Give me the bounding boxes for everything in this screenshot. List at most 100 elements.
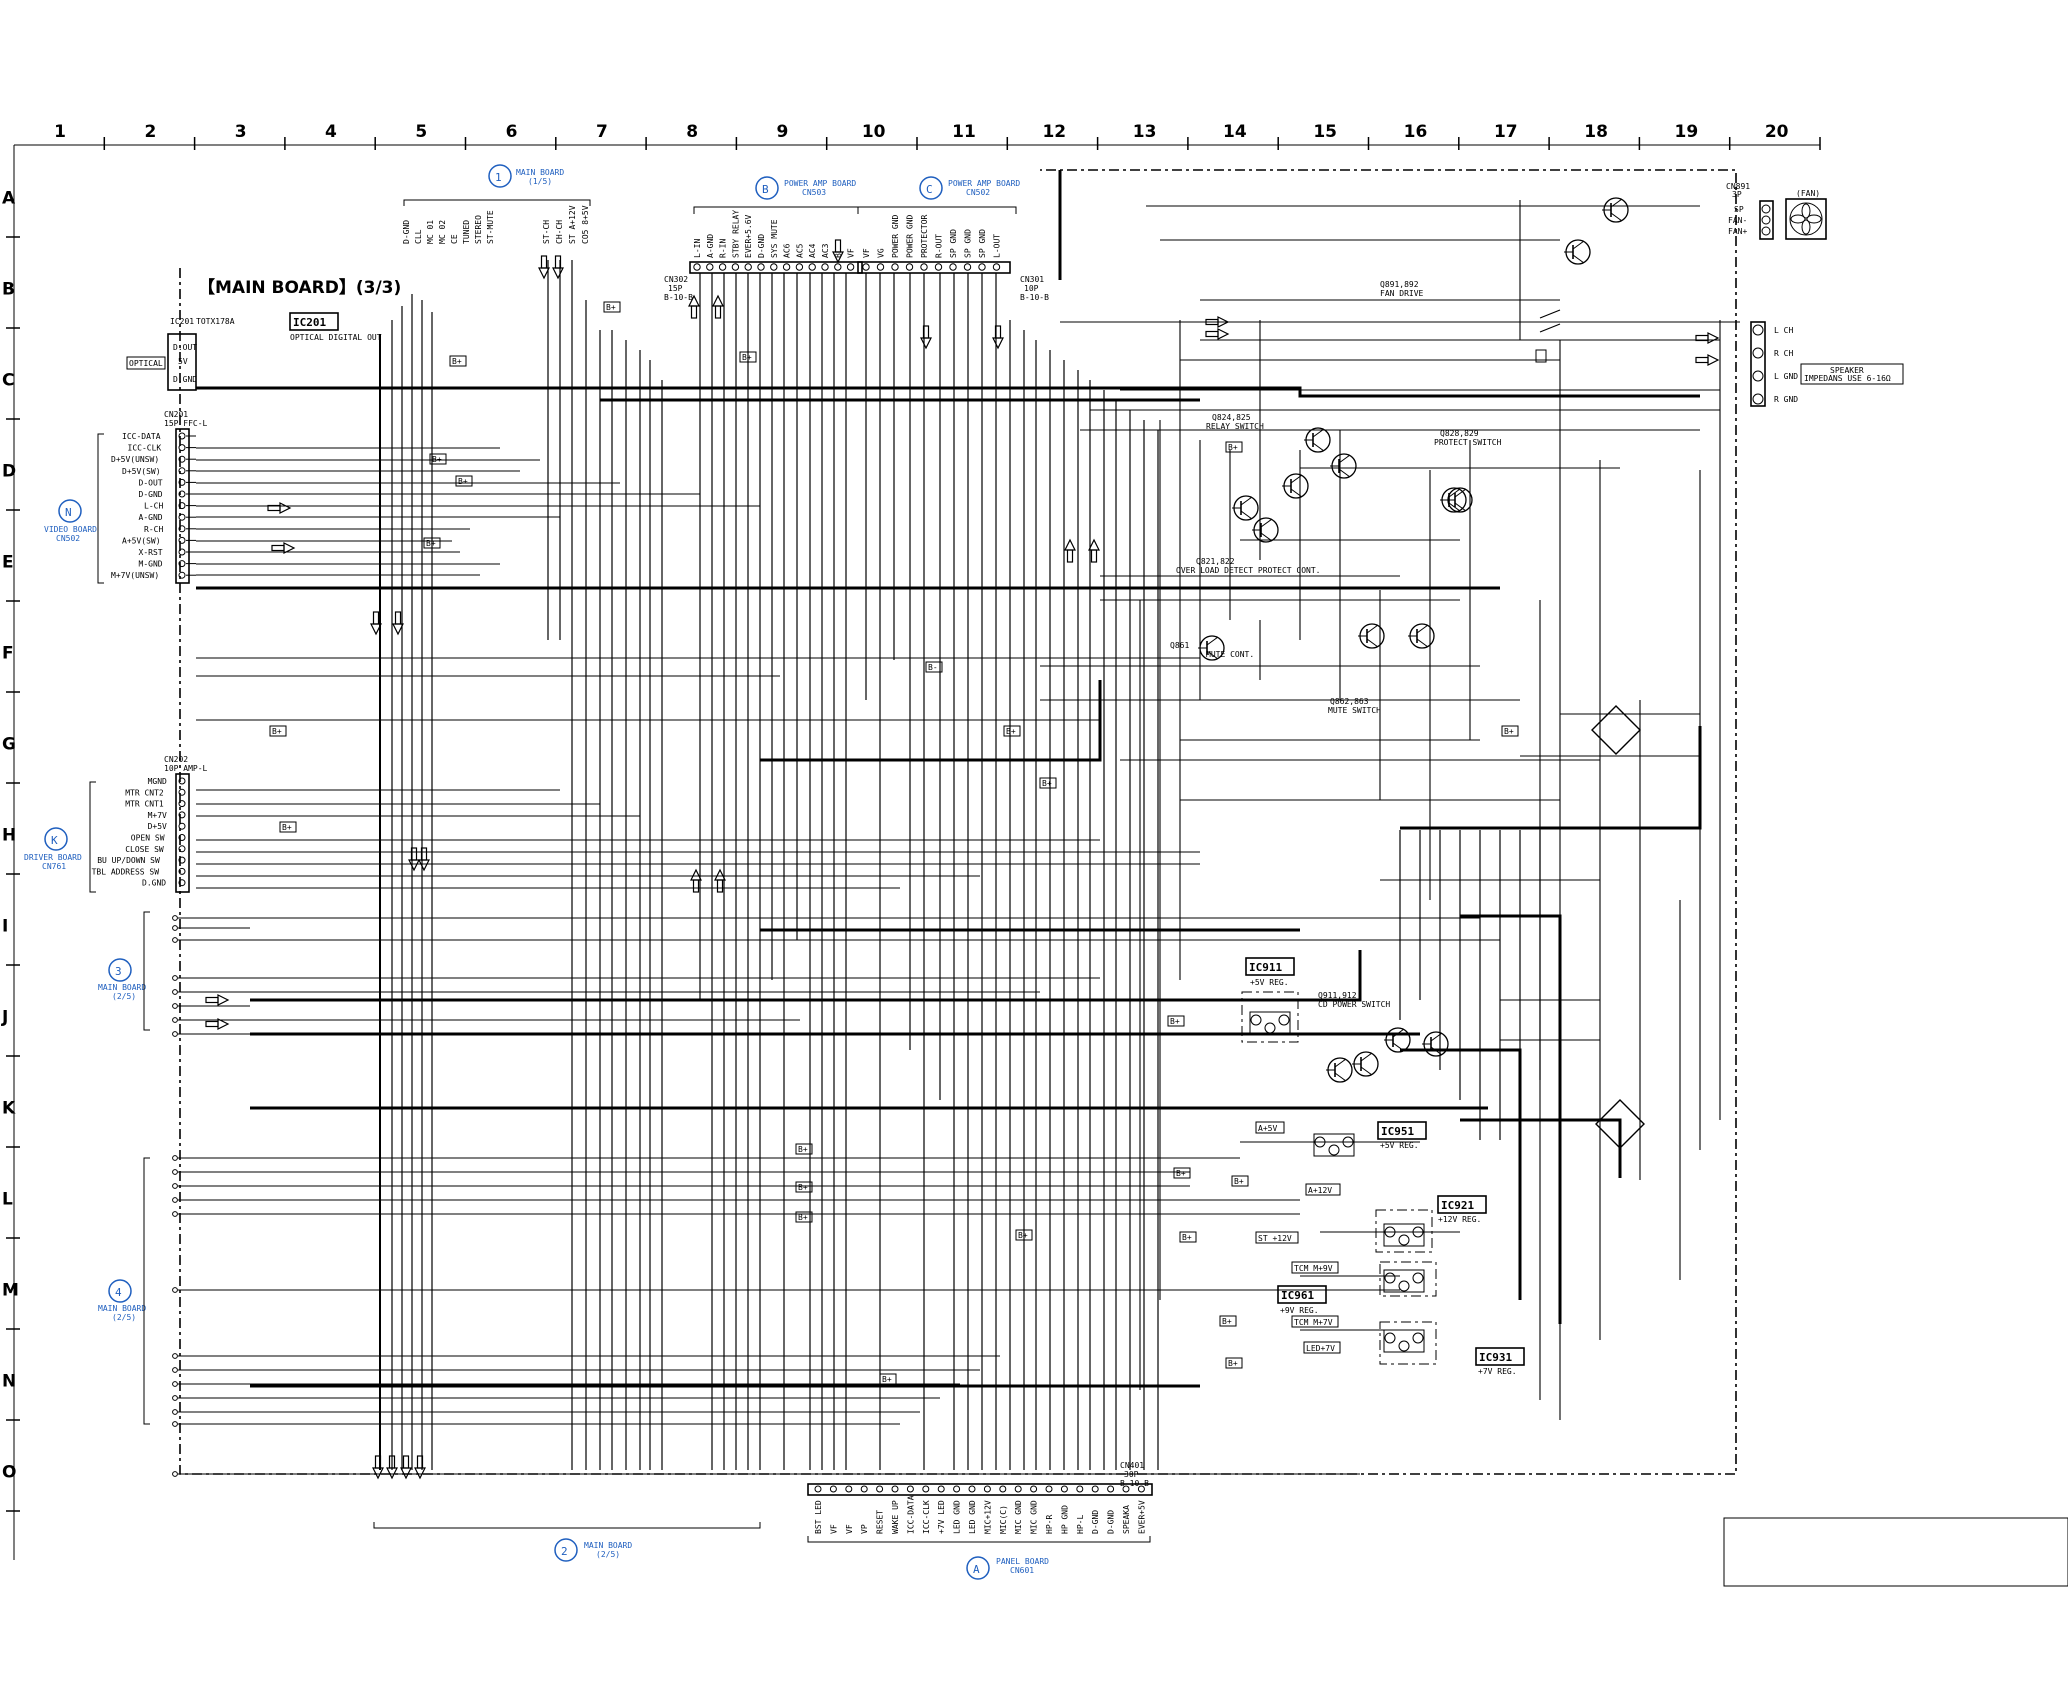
panel-pin-label: VP <box>860 1524 869 1534</box>
svg-text:CN601: CN601 <box>1010 1566 1034 1575</box>
panel-pin <box>953 1485 961 1493</box>
cnb-pin <box>718 263 727 271</box>
cn202-pin-label: D+5V <box>148 822 167 831</box>
svg-text:IC961: IC961 <box>1281 1289 1314 1302</box>
down-arrow-icon <box>408 847 420 872</box>
up-arrow-icon <box>690 868 702 893</box>
panel-pin-label: MIC GND <box>1014 1500 1023 1534</box>
cn201-pin-label: A-GND <box>139 513 163 522</box>
cn202-pin <box>178 788 186 796</box>
svg-text:MUTE SWITCH: MUTE SWITCH <box>1328 706 1381 715</box>
panel-pin-label: LED GND <box>968 1500 977 1534</box>
functional-labels: Q891,892 FAN DRIVE Q824,825 RELAY SWITCH… <box>1170 280 1502 1009</box>
left-bus-pins <box>172 915 250 1477</box>
svg-text:A: A <box>973 1563 980 1576</box>
svg-text:CN201: CN201 <box>164 410 188 419</box>
svg-text:10P AMP-L: 10P AMP-L <box>164 764 208 773</box>
right-arrow-icon <box>1205 328 1230 340</box>
cn201-pin-label: L-CH <box>144 502 163 511</box>
svg-text:CN202: CN202 <box>164 755 188 764</box>
cnc-pin-label: R-OUT <box>935 234 944 258</box>
svg-text:MAIN BOARD: MAIN BOARD <box>98 1304 146 1313</box>
row-label-C: C <box>2 371 14 391</box>
panel-pin-label: D-GND <box>1107 1510 1116 1534</box>
right-arrow-icon <box>1205 316 1230 328</box>
svg-text:LED+7V: LED+7V <box>1306 1344 1335 1353</box>
cnb-pin <box>782 263 791 271</box>
cn201-pin <box>178 502 186 510</box>
svg-text:3P: 3P <box>1732 190 1742 199</box>
b-plus-label: B+ <box>1018 1231 1028 1240</box>
column-label-18: 18 <box>1584 122 1608 142</box>
panel-pin-label: ICC-DATA <box>906 1495 915 1534</box>
svg-text:PROTECT SWITCH: PROTECT SWITCH <box>1434 438 1502 447</box>
down-arrow-icon <box>370 611 382 636</box>
svg-text:+9V REG.: +9V REG. <box>1280 1306 1319 1315</box>
b-plus-tag: B+ <box>1167 1015 1185 1027</box>
cn201-pin-label: A+5V(SW) <box>122 536 161 545</box>
cn201-pin-label: ICC-DATA <box>122 432 161 441</box>
cnb-pin <box>834 263 842 271</box>
panel-pin-label: MIC+12V <box>983 1500 992 1534</box>
svg-text:VIDEO BOARD: VIDEO BOARD <box>44 525 97 534</box>
cnc-pin <box>978 263 986 271</box>
column-label-6: 6 <box>506 122 518 142</box>
cnb-pin-label: AC3 <box>821 243 830 258</box>
cn1-pin-label: CH-CH <box>555 220 564 244</box>
svg-text:TCM M+7V: TCM M+7V <box>1294 1318 1333 1327</box>
panel-pin <box>1045 1485 1053 1493</box>
cn201-pin <box>178 467 186 475</box>
cn201-pin <box>178 536 186 544</box>
cn202-pin <box>178 822 186 830</box>
transistors <box>1198 197 1629 1353</box>
cnc-pin <box>905 263 914 271</box>
bus-pin <box>172 1183 178 1189</box>
cn202-pin-label: BU UP/DOWN SW <box>97 856 160 865</box>
svg-text:IC911: IC911 <box>1249 961 1282 974</box>
ic201-name: IC201 <box>293 316 326 329</box>
cn201-pin-label: D-OUT <box>139 478 163 487</box>
svg-text:B-10-B: B-10-B <box>664 293 693 302</box>
transistor-symbol <box>1304 427 1331 453</box>
b-plus-tag: B+ <box>879 1373 897 1385</box>
speaker-pin-label: L GND <box>1774 372 1798 381</box>
column-label-19: 19 <box>1675 122 1699 142</box>
b-plus-tag: B+ <box>1173 1167 1191 1179</box>
speaker-pin <box>1752 347 1764 359</box>
column-label-15: 15 <box>1313 122 1337 142</box>
cnc-pin <box>949 263 957 271</box>
cnb-pin-label: AC4 <box>808 243 817 258</box>
b-plus-tag: B+ <box>1179 1231 1197 1243</box>
b-plus-label: B+ <box>742 353 752 362</box>
b-plus-tag: B+ <box>1039 777 1057 789</box>
panel-pin <box>1014 1485 1022 1493</box>
b-plus-label: B+ <box>1228 443 1238 452</box>
b-plus-tag: B+ <box>1219 1315 1237 1327</box>
bus-pin <box>172 989 178 995</box>
transistor-symbol <box>1408 623 1435 649</box>
cn1-pin-label: CE <box>450 234 459 244</box>
cn1-pin-label: ST A+12V <box>568 205 577 244</box>
column-label-7: 7 <box>596 122 608 142</box>
cn201-pin <box>178 513 186 521</box>
svg-text:CN401: CN401 <box>1120 1461 1144 1470</box>
right-arrow-icon <box>205 994 230 1006</box>
svg-text:ST +12V: ST +12V <box>1258 1234 1292 1243</box>
cn201-pin <box>178 525 186 533</box>
ic201-desc: OPTICAL DIGITAL OUT <box>290 333 382 342</box>
cn201-pin <box>178 560 186 568</box>
svg-text:1: 1 <box>495 171 502 184</box>
b-plus-label: B+ <box>1006 727 1016 736</box>
panel-pin-label: MIC(C) <box>999 1505 1008 1534</box>
bus-pin <box>172 1197 178 1203</box>
transistor-symbol <box>1232 495 1259 521</box>
cn202-pin-label: MTR CNT1 <box>125 800 164 809</box>
panel-pin <box>876 1485 884 1493</box>
cn201-pin-label: D+5V(UNSW) <box>111 455 159 464</box>
b-plus-label: B+ <box>1228 1359 1238 1368</box>
panel-pin-label: HP-L <box>1076 1515 1085 1534</box>
speaker-pin <box>1752 393 1764 405</box>
cn1-pin-label: STEREO <box>474 215 483 244</box>
row-label-E: E <box>2 553 14 573</box>
